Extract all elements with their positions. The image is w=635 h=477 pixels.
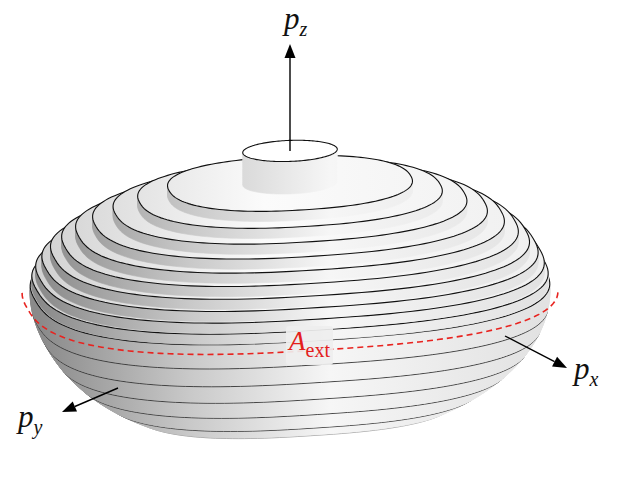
surface-group (22, 44, 567, 439)
axis-label: pz (284, 4, 307, 44)
axis-label: px (574, 354, 598, 394)
axis-line (289, 58, 290, 151)
axis-arrowhead (285, 44, 296, 58)
axis-line (505, 336, 555, 362)
axis-label: py (18, 402, 42, 442)
axis-arrowhead (552, 357, 567, 368)
area-label: Aext (286, 326, 333, 365)
axis-arrowhead (62, 401, 77, 412)
axis-line (75, 388, 118, 406)
